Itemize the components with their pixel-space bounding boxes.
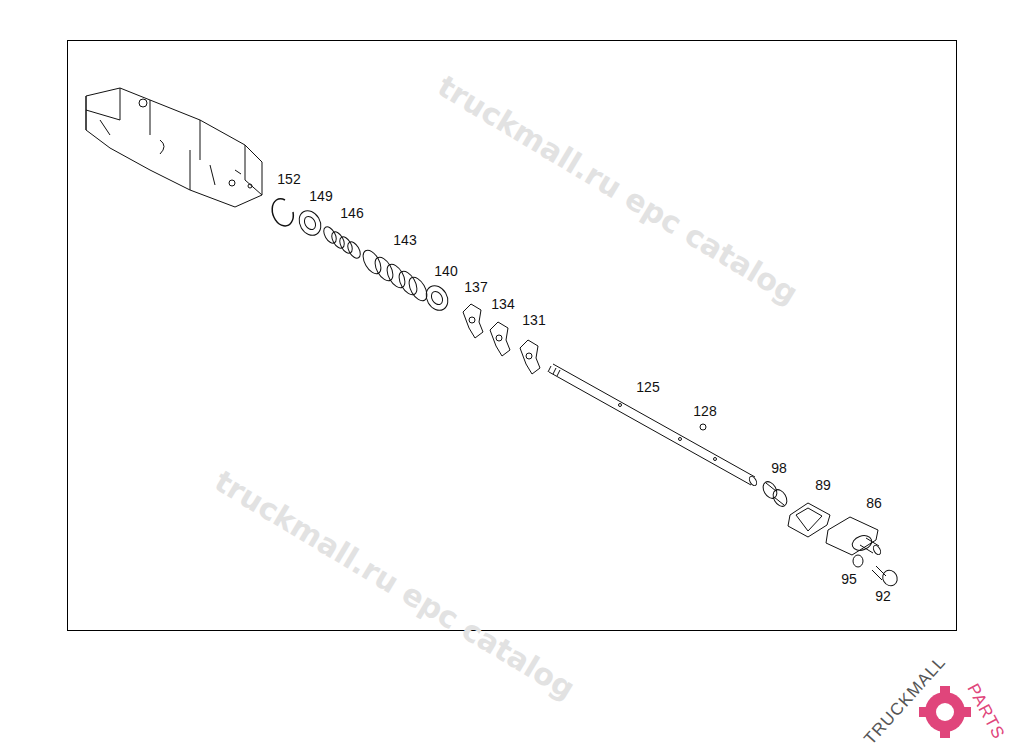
callout-number: 140: [434, 264, 457, 278]
callout-number: 89: [815, 478, 831, 492]
washer: [422, 282, 452, 315]
callout-number: 146: [340, 206, 363, 220]
washer: [853, 555, 863, 567]
cover: [826, 517, 882, 556]
callout-number: 128: [693, 404, 716, 418]
callout-number: 134: [491, 297, 514, 311]
callout-number: 86: [866, 496, 882, 510]
callout-number: 131: [522, 313, 545, 327]
housing: [86, 88, 262, 207]
callout-number: 92: [875, 589, 891, 603]
gasket: [788, 503, 830, 537]
shaft: [548, 364, 758, 487]
watermark: truckmall.ru epc catalog: [210, 466, 580, 705]
logo-gear: [919, 686, 971, 738]
callout-number: 152: [277, 172, 300, 186]
bushing: [760, 479, 789, 509]
spring: [359, 247, 430, 304]
watermark: truckmall.ru epc catalog: [433, 71, 803, 310]
callout-number: 125: [636, 380, 659, 394]
washer: [295, 207, 325, 240]
bolt: [872, 566, 900, 588]
callout-number: 95: [841, 572, 857, 586]
callout-number: 137: [464, 280, 487, 294]
circlip: [272, 199, 293, 226]
frame: [68, 41, 957, 631]
callout-number: 143: [393, 233, 416, 247]
ball: [700, 424, 706, 430]
spring: [321, 225, 363, 261]
callout-number: 98: [771, 461, 787, 475]
callout-number: 149: [309, 189, 332, 203]
